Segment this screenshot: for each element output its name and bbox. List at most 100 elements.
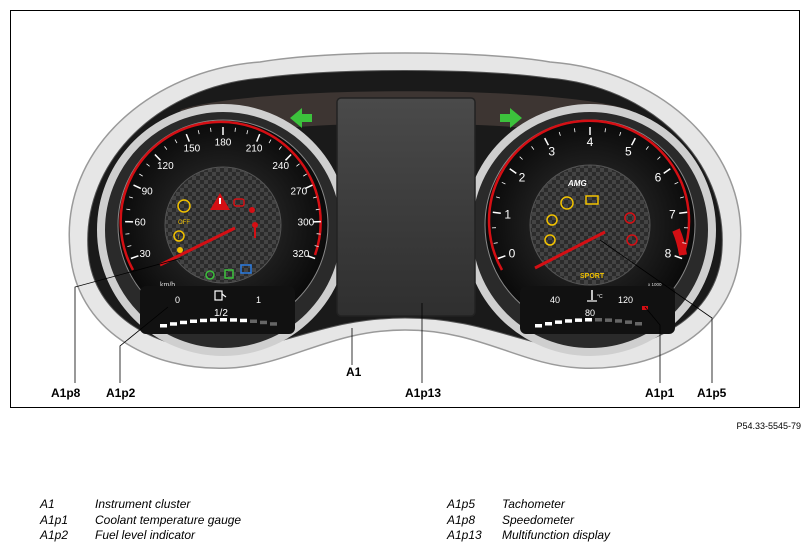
speedometer-tick — [303, 173, 307, 177]
speedometer-tick — [284, 153, 292, 161]
coolant-segment — [635, 322, 642, 326]
brake-system-warning-icon — [624, 212, 636, 224]
speedometer-tick — [185, 133, 190, 142]
speedometer-tick — [278, 146, 282, 150]
leader-a1p1 — [644, 306, 661, 383]
multifunction-display — [336, 97, 476, 317]
speedometer-tick — [312, 196, 318, 199]
tachometer-tick-label: 6 — [655, 171, 662, 185]
legend-code: A1p2 — [40, 528, 69, 542]
speedometer-tick — [127, 245, 132, 247]
coolant-segment — [625, 320, 632, 324]
sport-mode-label: SPORT — [580, 273, 605, 280]
callout-a1p2: A1p2 — [106, 386, 136, 400]
tachometer-tick — [558, 131, 561, 136]
brake-warning-icon — [233, 198, 245, 207]
fuel-gauge: 0 1/2 1 — [140, 286, 295, 334]
coolant-segment — [605, 318, 612, 322]
fuel-segment — [220, 318, 227, 322]
fuel-segment — [270, 322, 277, 326]
tachometer-red-ring — [487, 119, 691, 271]
legend-code: A1p13 — [447, 528, 482, 542]
callout-a1p1: A1p1 — [645, 386, 675, 400]
callout-a1p13: A1p13 — [405, 386, 442, 400]
speedometer-tick — [315, 208, 320, 211]
tachometer-tick-label: 4 — [587, 135, 594, 149]
legend-desc: Instrument cluster — [95, 497, 191, 511]
fuel-segment — [250, 319, 257, 323]
leader-a1p8 — [74, 257, 183, 383]
speedometer-tick — [126, 208, 131, 211]
tachometer-tick — [509, 168, 517, 175]
coolant-mid-label: 80 — [585, 308, 595, 318]
speedometer-tick — [296, 163, 300, 167]
fuel-full-label: 1 — [256, 295, 261, 305]
warning-triangle-icon — [210, 193, 230, 210]
speedometer-tick-label: 210 — [246, 144, 263, 155]
tachometer-tick — [497, 255, 506, 260]
coolant-segment — [595, 318, 602, 322]
legend-desc: Fuel level indicator — [95, 528, 196, 542]
tachometer-tick — [544, 137, 550, 146]
speedometer-tick — [146, 163, 150, 167]
tachometer-tick — [493, 242, 498, 244]
high-beam-icon — [240, 264, 252, 274]
fuel-segment — [190, 319, 197, 323]
speedometer-tick — [133, 184, 142, 190]
coolant-segment — [585, 318, 592, 322]
tachometer-tick — [657, 156, 661, 160]
tachometer-tick — [679, 211, 688, 215]
speedometer-tick — [174, 139, 178, 144]
speedometer-tick — [314, 245, 319, 247]
fuel-half-label: 1/2 — [214, 308, 228, 319]
tachometer-center-carbon — [529, 164, 651, 286]
speedometer-tick-label: 150 — [184, 144, 201, 155]
fuel-segment — [200, 318, 207, 323]
brake-fluid-warning-icon — [626, 234, 638, 246]
tachometer-tick-label: 2 — [519, 171, 526, 185]
coolant-segment — [555, 320, 562, 324]
figure-reference: P54.33-5545-79 — [736, 421, 801, 431]
speedometer-tick-label: 300 — [298, 218, 315, 229]
speedometer-tick — [307, 255, 316, 260]
tachometer-needle — [534, 230, 606, 270]
tachometer-tick — [679, 196, 685, 199]
tachometer-tick — [630, 137, 636, 146]
legend-code: A1p5 — [447, 497, 476, 511]
legend-code: A1p8 — [447, 512, 476, 527]
speedometer-tick — [246, 130, 249, 135]
speedometer-tick-label: 320 — [293, 249, 310, 260]
right-turn-signal-icon — [500, 108, 522, 128]
callout-leader-lines — [74, 239, 713, 383]
coolant-unit-symbol: °C — [597, 294, 603, 300]
leader-a1p5 — [599, 239, 713, 383]
fuel-pump-icon — [214, 290, 227, 301]
speedometer-unit-label: km/h — [160, 282, 175, 289]
fuel-segment — [160, 324, 167, 328]
tire-pressure-icon: ! — [173, 230, 185, 242]
tachometer-tick — [492, 211, 501, 215]
callout-a1p5: A1p5 — [697, 386, 727, 400]
tachometer-tick — [619, 131, 622, 136]
tachometer-tick-label: 0 — [509, 247, 516, 261]
speedometer-tick-label: 120 — [157, 161, 174, 172]
speedometer-needle — [159, 226, 236, 267]
speedometer-tick — [304, 184, 313, 190]
left-turn-signal-icon — [290, 108, 312, 128]
legend-code: A1p1 — [40, 512, 69, 527]
legend-row: A1p2 Fuel level indicator — [40, 528, 241, 544]
callout-a1p8: A1p8 — [51, 386, 81, 400]
speedometer-tick-label: 30 — [139, 249, 151, 260]
tachometer-tick — [501, 181, 506, 185]
tachometer-tick-label: 5 — [625, 145, 632, 159]
coolant-low-label: 40 — [550, 295, 560, 305]
tachometer-tick — [674, 255, 683, 260]
speedometer-tick-label: 60 — [135, 218, 147, 229]
coolant-segment — [565, 319, 572, 323]
